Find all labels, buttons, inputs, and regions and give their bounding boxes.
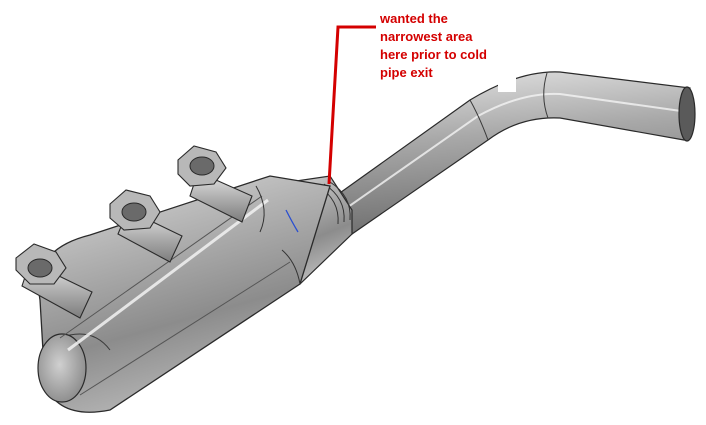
annotation-leader-line (327, 25, 376, 185)
annotation-line-1: wanted the (380, 11, 448, 26)
sketch-arc (285, 209, 299, 233)
runner-3 (177, 145, 253, 223)
runner-2 (109, 189, 183, 263)
collector-body (37, 175, 331, 413)
annotation-line-2: narrowest area (380, 29, 473, 44)
outlet-pipe (329, 71, 696, 235)
annotation-note: wanted the narrowest area here prior to … (380, 10, 530, 82)
runner-1 (15, 243, 93, 319)
annotation-line-4: pipe exit (380, 65, 433, 80)
annotation-line-3: here prior to cold (380, 47, 487, 62)
white-patch (498, 70, 516, 92)
